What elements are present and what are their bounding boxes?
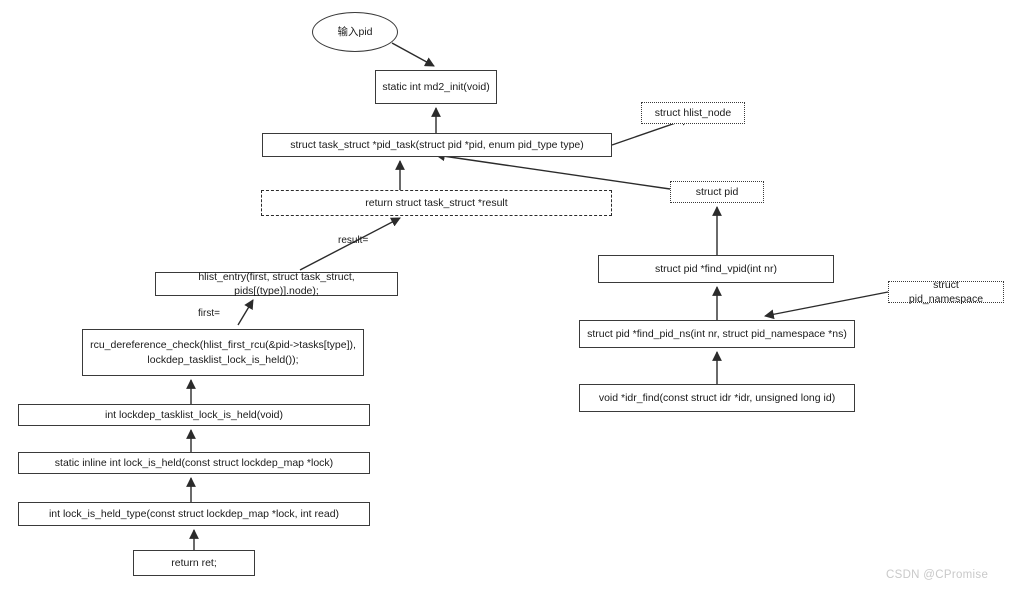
node-struct-pid[interactable]: struct pid xyxy=(670,181,764,203)
node-label: return ret; xyxy=(171,556,217,569)
node-label: struct pid xyxy=(695,185,739,198)
edge-pidnamespace-to-findpidns xyxy=(764,291,889,320)
node-md2-init[interactable]: static int md2_init(void) xyxy=(375,70,497,104)
node-return-ret[interactable]: return ret; xyxy=(133,550,255,576)
node-label: struct hlist_node xyxy=(654,106,732,119)
node-label: return struct task_struct *result xyxy=(365,196,508,209)
node-label: static inline int lock_is_held(const str… xyxy=(54,456,334,469)
node-label: void *idr_find(const struct idr *idr, un… xyxy=(598,391,836,404)
node-label: struct pid_namespace xyxy=(908,278,984,305)
node-return-result[interactable]: return struct task_struct *result xyxy=(261,190,612,216)
node-label: int lockdep_tasklist_lock_is_held(void) xyxy=(104,408,283,421)
node-find-vpid[interactable]: struct pid *find_vpid(int nr) xyxy=(598,255,834,283)
edge-structpid-to-pidtask xyxy=(435,151,671,190)
node-hlist-entry[interactable]: hlist_entry(first, struct task_struct, p… xyxy=(155,270,398,297)
node-label: rcu_dereference_check(hlist_first_rcu(&p… xyxy=(90,339,356,366)
edge-label-first: first= xyxy=(198,308,220,319)
node-lockdep-tasklist-lock-is-held[interactable]: int lockdep_tasklist_lock_is_held(void) xyxy=(18,404,370,426)
node-lock-is-held-type[interactable]: int lock_is_held_type(const struct lockd… xyxy=(18,502,370,526)
node-label: 输入pid xyxy=(337,25,373,38)
edge-rcuderef-to-hlistentry xyxy=(237,299,254,326)
node-lock-is-held[interactable]: static inline int lock_is_held(const str… xyxy=(18,452,370,474)
node-label: static int md2_init(void) xyxy=(382,80,490,93)
edge-label-result: result= xyxy=(338,235,369,246)
node-label: int lock_is_held_type(const struct lockd… xyxy=(48,507,340,520)
node-input-pid[interactable]: 输入pid xyxy=(312,12,398,52)
node-idr-find[interactable]: void *idr_find(const struct idr *idr, un… xyxy=(579,384,855,412)
edge-input-to-md2init xyxy=(391,42,435,67)
csdn-watermark: CSDN @CPromise xyxy=(886,569,989,581)
node-rcu-dereference-check[interactable]: rcu_dereference_check(hlist_first_rcu(&p… xyxy=(82,329,364,376)
node-label: struct task_struct *pid_task(struct pid … xyxy=(290,138,584,151)
node-label: struct pid *find_vpid(int nr) xyxy=(655,262,777,275)
node-struct-pid-namespace[interactable]: struct pid_namespace xyxy=(888,278,1004,305)
node-label: hlist_entry(first, struct task_struct, p… xyxy=(198,270,355,297)
node-find-pid-ns[interactable]: struct pid *find_pid_ns(int nr, struct p… xyxy=(579,320,855,348)
node-struct-hlist-node[interactable]: struct hlist_node xyxy=(641,102,745,124)
node-pid-task[interactable]: struct task_struct *pid_task(struct pid … xyxy=(262,133,612,157)
node-label: struct pid *find_pid_ns(int nr, struct p… xyxy=(587,327,847,340)
